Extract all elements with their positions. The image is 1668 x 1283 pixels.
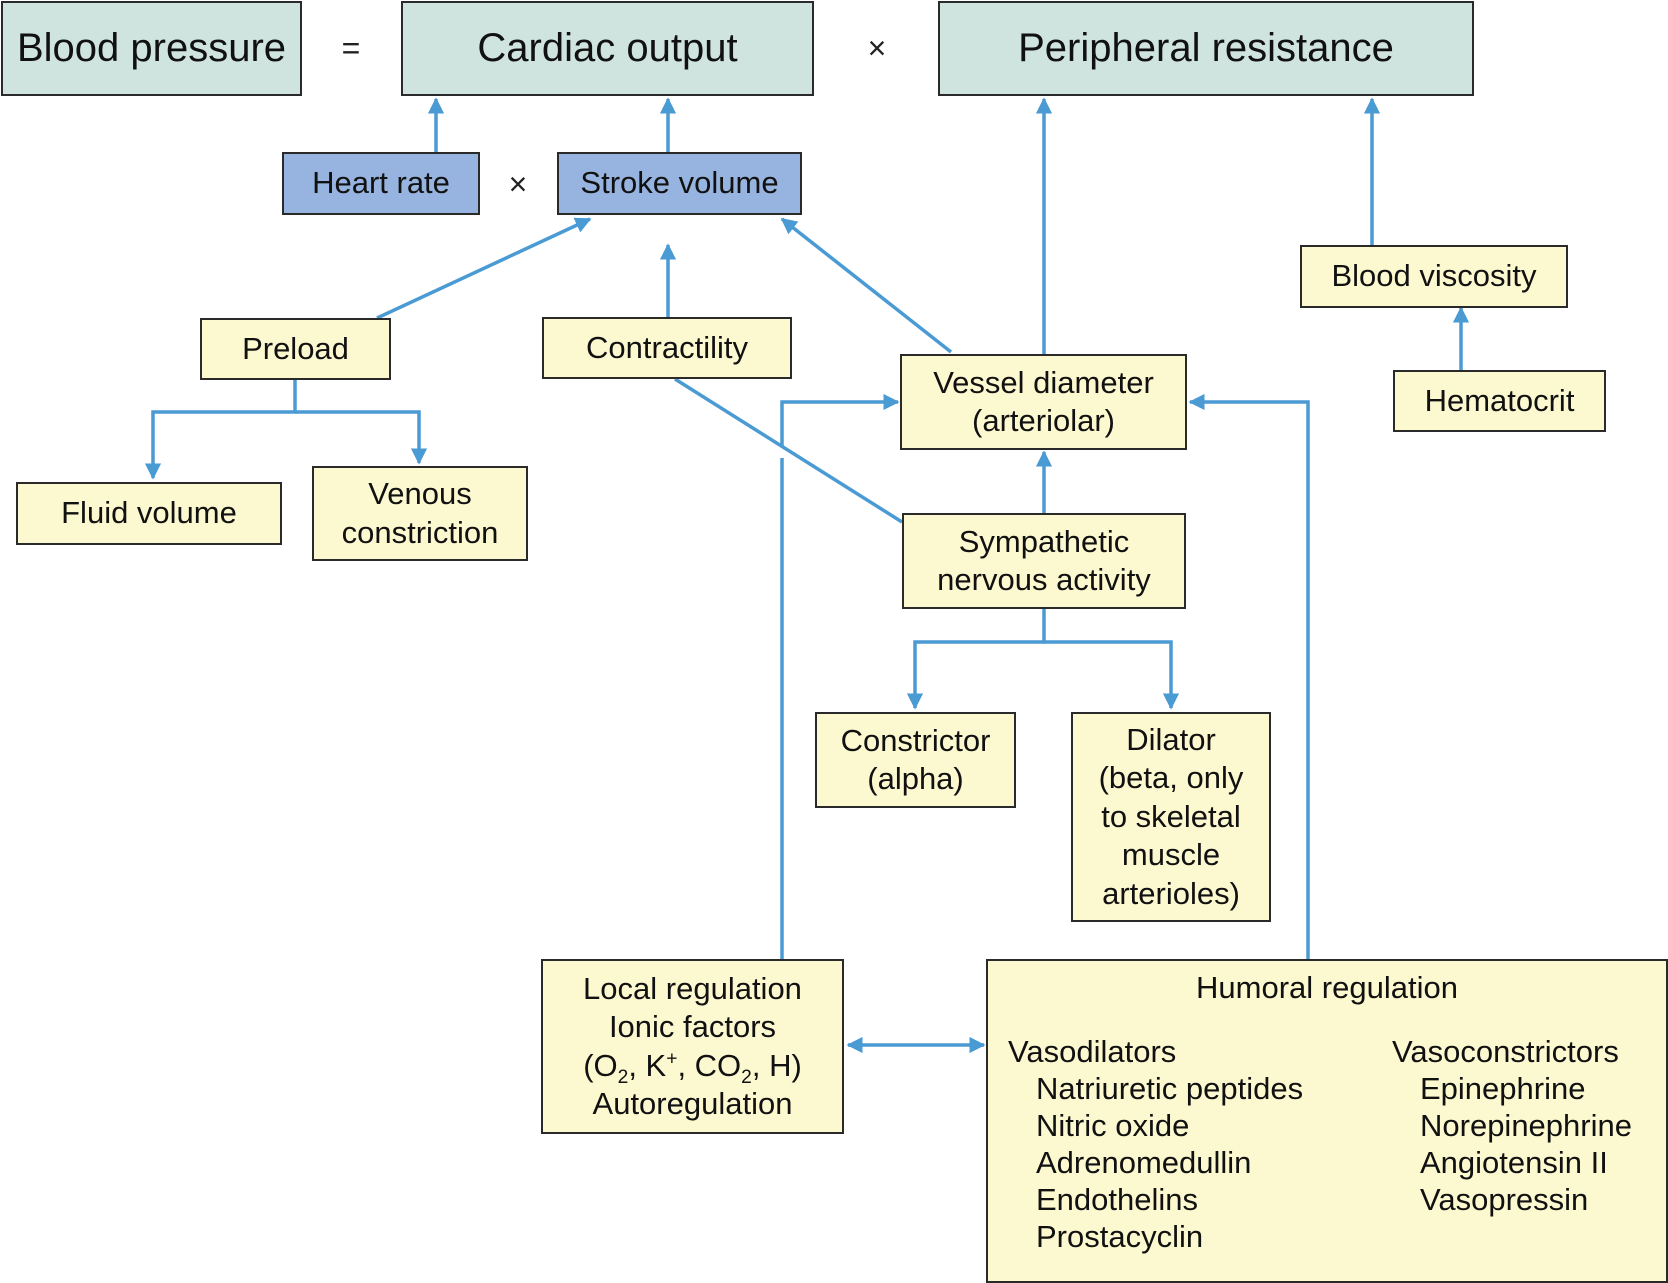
vessel-diameter-box: Vessel diameter (arteriolar) <box>900 354 1187 450</box>
vasodilator-item: Prostacyclin <box>1036 1219 1204 1254</box>
cardiac-output-label: Cardiac output <box>477 25 738 70</box>
dilator-line-3: to skeletal <box>1101 798 1241 834</box>
arrow-preload-to-stroke-volume <box>376 217 592 320</box>
constrictor-alpha-box: Constrictor (alpha) <box>815 712 1016 808</box>
dilator-line-1: Dilator <box>1126 721 1216 757</box>
arrow-humoral-regulation-to-vessel-diameter <box>1188 393 1310 959</box>
vasodilators-column: Vasodilators Natriuretic peptides Nitric… <box>1008 1033 1303 1255</box>
branch-sympathetic-to-constrictor <box>906 609 1046 710</box>
vasoconstrictor-item: Epinephrine <box>1420 1071 1586 1106</box>
vasoconstrictors-column: Vasoconstrictors Epinephrine Norepinephr… <box>1392 1033 1632 1218</box>
local-regulation-title: Local regulation <box>583 970 802 1006</box>
humoral-regulation-title: Humoral regulation <box>1196 970 1458 1005</box>
hematocrit-box: Hematocrit <box>1393 370 1606 432</box>
vasoconstrictor-item: Norepinephrine <box>1420 1108 1632 1143</box>
dilator-line-2: (beta, only <box>1098 760 1244 796</box>
blood-viscosity-label: Blood viscosity <box>1331 258 1537 294</box>
dilator-line-5: arterioles) <box>1102 875 1240 911</box>
ion-k: , K <box>628 1047 667 1083</box>
vasoconstrictors-label: Vasoconstrictors <box>1392 1034 1619 1069</box>
heart-rate-label: Heart rate <box>312 165 450 201</box>
vessel-diameter-line-2: (arteriolar) <box>972 403 1115 438</box>
vasoconstrictor-item: Vasopressin <box>1420 1182 1589 1217</box>
vasodilator-item: Adrenomedullin <box>1036 1145 1252 1180</box>
local-regulation-box: Local regulation Ionic factors (O2, K+, … <box>541 959 844 1134</box>
equals-sign: = <box>341 30 361 66</box>
hematocrit-label: Hematocrit <box>1424 382 1575 418</box>
constrictor-line-1: Constrictor <box>840 722 991 758</box>
humoral-regulation-box: Humoral regulation Vasodilators Natriure… <box>986 959 1668 1283</box>
blood-viscosity-box: Blood viscosity <box>1300 245 1568 308</box>
vasodilators-label: Vasodilators <box>1008 1034 1177 1069</box>
multiply-sign-formula: × <box>867 30 887 66</box>
ionic-factors-label: Ionic factors <box>608 1009 777 1045</box>
ionic-factors-list: (O2, K+, CO2, H) <box>583 1047 802 1088</box>
arrow-vessel-diameter-to-stroke-volume <box>780 217 953 354</box>
peripheral-resistance-label: Peripheral resistance <box>1018 25 1394 70</box>
cardiac-output-box: Cardiac output <box>401 1 814 96</box>
sympathetic-activity-box: Sympathetic nervous activity <box>902 513 1186 609</box>
contractility-label: Contractility <box>586 329 748 365</box>
vasodilator-item: Nitric oxide <box>1036 1108 1190 1143</box>
heart-rate-box: Heart rate <box>282 152 480 215</box>
arrow-local-regulation-to-vessel-diameter-head <box>780 393 900 447</box>
sympathetic-line-1: Sympathetic <box>958 523 1130 559</box>
vessel-diameter-line-1: Vessel diameter <box>933 364 1154 400</box>
contractility-box: Contractility <box>542 317 792 379</box>
constrictor-line-2: (alpha) <box>867 761 964 796</box>
blood-pressure-box: Blood pressure <box>1 1 302 96</box>
vasodilator-item: Endothelins <box>1036 1182 1199 1217</box>
preload-label: Preload <box>242 330 349 366</box>
dilator-line-4: muscle <box>1121 837 1221 873</box>
venous-constriction-line-1: Venous <box>368 476 472 512</box>
branch-sympathetic-to-dilator <box>1044 640 1180 710</box>
peripheral-resistance-box: Peripheral resistance <box>938 1 1474 96</box>
ion-co: , CO <box>677 1047 742 1083</box>
autoregulation-label: Autoregulation <box>592 1085 793 1121</box>
venous-constriction-box: Venous constriction <box>312 466 528 561</box>
co2-subscript: 2 <box>741 1066 752 1088</box>
fluid-volume-label: Fluid volume <box>61 495 237 531</box>
line-contractility-to-sympathetic <box>674 377 903 524</box>
fluid-volume-box: Fluid volume <box>16 482 282 545</box>
blood-pressure-label: Blood pressure <box>16 25 287 70</box>
branch-preload-to-venous-constriction <box>295 410 428 465</box>
ion-open: (O <box>583 1047 618 1083</box>
stroke-volume-label: Stroke volume <box>580 165 779 201</box>
branch-preload-to-fluid-volume <box>144 380 297 480</box>
o2-subscript: 2 <box>617 1066 629 1088</box>
multiply-sign-cardiac: × <box>508 166 528 202</box>
venous-constriction-line-2: constriction <box>341 514 499 550</box>
ion-close: , H) <box>751 1047 802 1083</box>
preload-box: Preload <box>200 318 391 380</box>
vasodilator-item: Natriuretic peptides <box>1036 1071 1304 1106</box>
k-superscript: + <box>666 1048 678 1070</box>
vasoconstrictor-item: Angiotensin II <box>1420 1145 1608 1180</box>
dilator-beta-box: Dilator (beta, only to skeletal muscle a… <box>1071 712 1271 922</box>
stroke-volume-box: Stroke volume <box>557 152 802 215</box>
sympathetic-line-2: nervous activity <box>937 562 1151 597</box>
